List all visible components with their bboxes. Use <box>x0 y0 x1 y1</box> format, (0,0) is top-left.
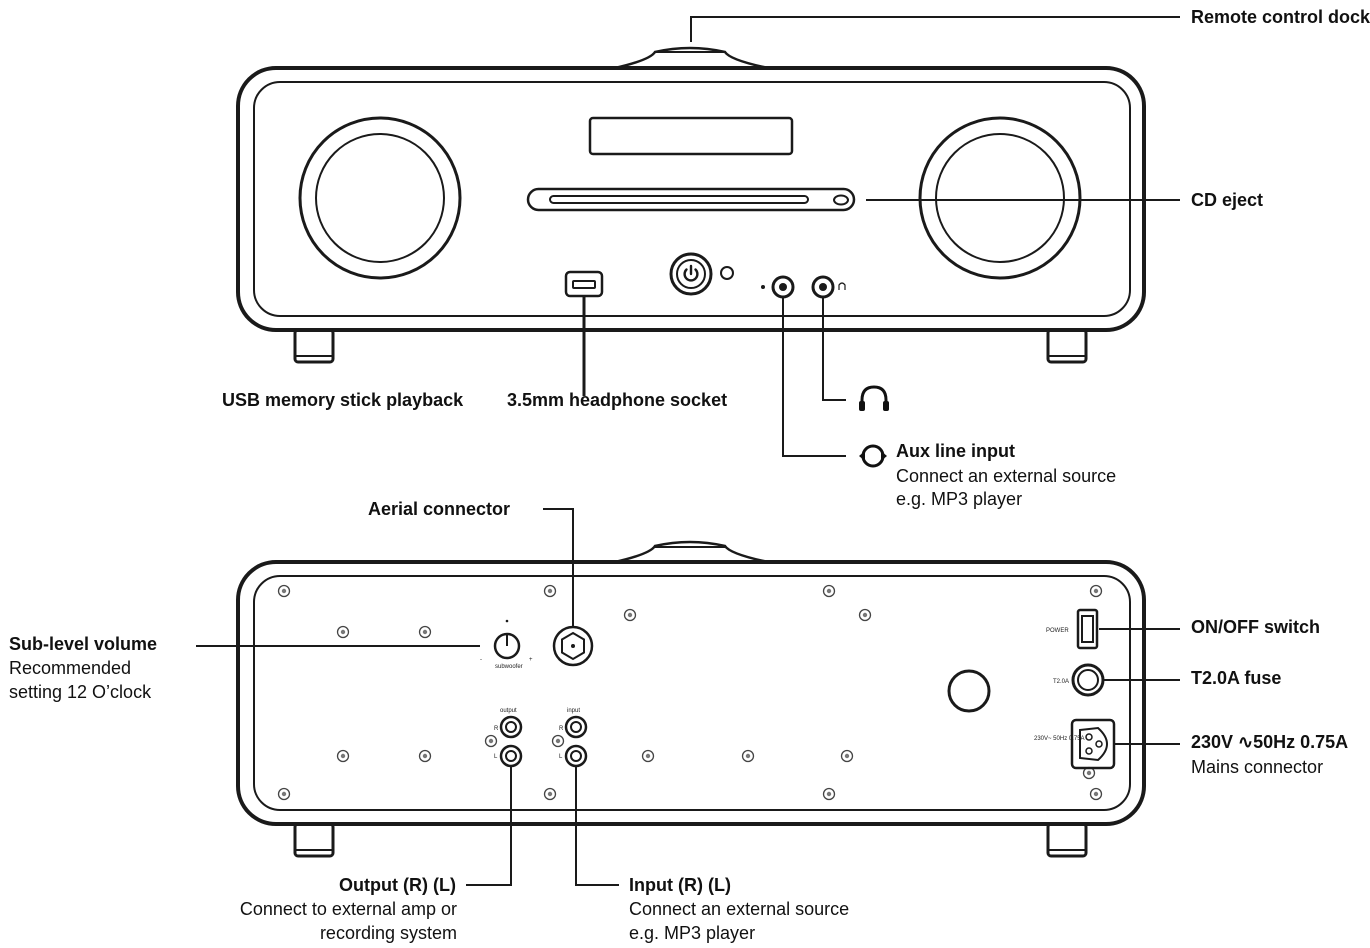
screw <box>840 749 854 763</box>
fuse-mark: T2.0A <box>1053 679 1069 685</box>
screw <box>641 749 655 763</box>
output-leader <box>466 766 512 886</box>
headphone-socket-label: 3.5mm headphone socket <box>507 390 727 410</box>
aux-input-line1: Connect an external source <box>896 466 1116 486</box>
speaker-left-inner <box>315 133 445 263</box>
power-switch[interactable] <box>1076 608 1099 650</box>
remote-dock <box>614 46 769 70</box>
screw <box>1089 584 1103 598</box>
screw <box>277 584 291 598</box>
aux-leader <box>782 298 846 457</box>
cd-slot-outer <box>526 187 856 212</box>
input-socket-l <box>564 744 588 768</box>
usb-socket-port <box>572 280 596 289</box>
output-mark: output <box>500 708 517 714</box>
rear-callouts <box>196 508 1180 886</box>
sub-level-line1: Recommended <box>9 658 131 678</box>
screw <box>822 787 836 801</box>
mains-mark: 230V~ 50Hz 0.75A <box>1034 736 1085 742</box>
output-socket-r <box>499 715 523 739</box>
output-socket-l <box>499 744 523 768</box>
headphone-leader <box>822 298 846 401</box>
screw <box>484 734 498 748</box>
screw <box>418 749 432 763</box>
screw <box>623 608 637 622</box>
standby-led <box>720 266 734 280</box>
input-r-mark: R <box>559 726 564 732</box>
rear-view: - + subwoofer output R L input R L <box>236 540 1146 858</box>
mains-connector <box>1070 718 1116 770</box>
on-off-switch-label: ON/OFF switch <box>1191 617 1320 637</box>
sub-level-volume-knob[interactable] <box>493 619 521 660</box>
cd-eject-label: CD eject <box>1191 190 1263 210</box>
output-line1: Connect to external amp or <box>240 899 457 919</box>
aerial-connector-label: Aerial connector <box>368 499 510 519</box>
sub-level-line2: setting 12 O’clock <box>9 682 152 702</box>
aerial-leader <box>543 508 574 627</box>
rear-screws <box>277 584 1103 801</box>
speaker-right-outer <box>918 116 1082 280</box>
sub-level-minus-mark: - <box>480 657 482 663</box>
output-title: Output (R) (L) <box>339 875 456 895</box>
mains-subtitle: Mains connector <box>1191 757 1323 777</box>
sub-level-plus-mark: + <box>529 657 533 663</box>
aux-socket <box>761 275 795 299</box>
sub-level-title: Sub-level volume <box>9 634 157 654</box>
output-r-mark: R <box>494 726 499 732</box>
screw <box>858 608 872 622</box>
input-line2: e.g. MP3 player <box>629 923 755 943</box>
remote-dock-label: Remote control dock <box>1191 7 1370 27</box>
fuse-holder[interactable] <box>1071 663 1105 697</box>
power-icon <box>683 264 699 282</box>
headphone-socket <box>811 275 846 299</box>
screw <box>336 625 350 639</box>
input-l-mark: L <box>559 754 563 760</box>
input-line1: Connect an external source <box>629 899 849 919</box>
output-l-mark: L <box>494 754 498 760</box>
screw <box>418 625 432 639</box>
screw <box>551 734 565 748</box>
screw <box>336 749 350 763</box>
power-button[interactable] <box>669 252 713 296</box>
screw <box>1089 787 1103 801</box>
subwoofer-mark: subwoofer <box>495 664 523 670</box>
cd-slot-inner <box>549 195 809 204</box>
screw <box>543 584 557 598</box>
mains-title: 230V ∿50Hz 0.75A <box>1191 732 1348 752</box>
screw <box>822 584 836 598</box>
front-foot-left <box>293 328 335 364</box>
headphone-icon <box>859 385 889 411</box>
input-title: Input (R) (L) <box>629 875 731 895</box>
input-socket-r <box>564 715 588 739</box>
rear-remote-dock <box>614 540 769 564</box>
output-line2: recording system <box>320 923 457 943</box>
screw <box>543 787 557 801</box>
front-foot-right <box>1046 328 1088 364</box>
rear-body-inner <box>253 575 1131 811</box>
screw <box>741 749 755 763</box>
rear-foot-left <box>293 822 335 858</box>
front-view <box>236 46 1146 364</box>
rear-body-outer <box>236 560 1146 826</box>
speaker-right-inner <box>935 133 1065 263</box>
bass-port <box>947 669 991 713</box>
speaker-left-outer <box>298 116 462 280</box>
fuse-label: T2.0A fuse <box>1191 668 1281 688</box>
aux-input-line2: e.g. MP3 player <box>896 489 1022 509</box>
aux-input-icon <box>859 444 887 468</box>
input-leader <box>575 766 619 886</box>
front-callouts <box>582 16 1180 457</box>
input-mark: input <box>567 708 580 714</box>
aux-input-title: Aux line input <box>896 441 1015 461</box>
aerial-connector <box>552 625 594 667</box>
power-switch-mark: POWER <box>1046 628 1069 634</box>
remote-dock-leader <box>690 16 1180 42</box>
usb-playback-label: USB memory stick playback <box>222 390 464 410</box>
rear-foot-right <box>1046 822 1088 858</box>
cd-eject-button[interactable] <box>833 194 849 206</box>
front-display <box>588 116 794 156</box>
screw <box>277 787 291 801</box>
